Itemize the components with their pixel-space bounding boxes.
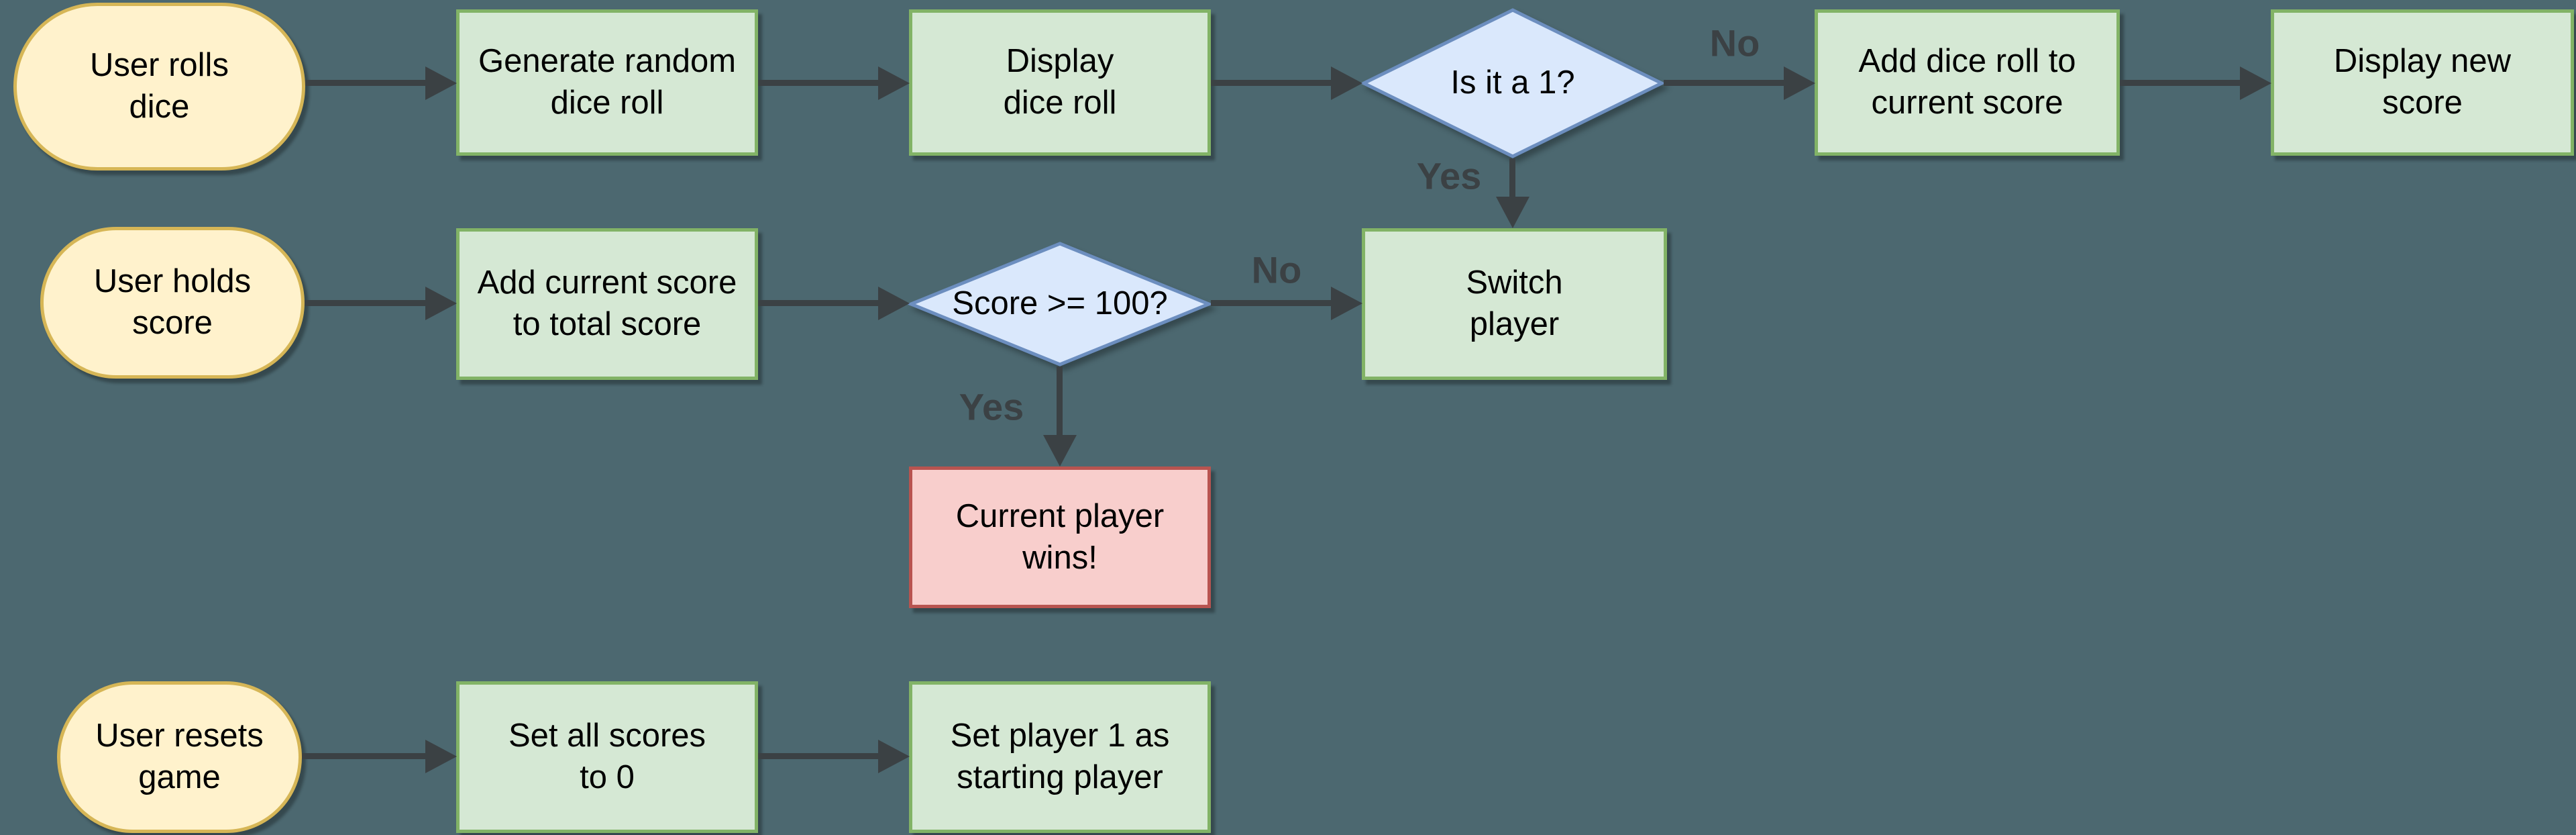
edge-add-dice-to-display-new-arrowhead (2240, 66, 2271, 100)
edge-user-resets-to-set-scores-line (302, 753, 430, 759)
node-display-dice-roll: Display dice roll (909, 9, 1211, 156)
edge-is-it-a-1-no-line (1664, 80, 1788, 86)
node-set-player-1-as-starting-player: Set player 1 as starting player (909, 681, 1211, 833)
node-set-player-1-as-starting-player-label: Set player 1 as starting player (950, 718, 1170, 795)
edge-display-to-is-it-a-1-line (1211, 80, 1336, 86)
node-decision-is-it-a-1-label: Is it a 1? (1450, 64, 1575, 101)
edge-add-current-to-score-100-line (758, 300, 883, 306)
node-add-current-score-to-total-score-label: Add current score to total score (477, 264, 737, 342)
node-user-holds-score-label: User holds score (93, 263, 252, 341)
edge-add-dice-to-display-new-line (2120, 80, 2245, 86)
edge-score-100-yes-arrowhead (1043, 435, 1077, 466)
node-decision-is-it-a-1: Is it a 1? (1360, 8, 1666, 158)
edge-user-holds-to-add-current-arrowhead (425, 287, 457, 320)
node-user-rolls-dice-label: User rolls dice (90, 47, 229, 125)
edge-user-holds-to-add-current-line (305, 300, 430, 306)
edge-score-100-no-arrowhead (1331, 287, 1362, 320)
edge-user-rolls-to-generate-arrowhead (425, 66, 457, 100)
diamond-shape (906, 242, 1214, 366)
node-display-new-score: Display new score (2271, 9, 2574, 156)
edge-add-current-to-score-100-arrowhead (878, 287, 910, 320)
node-user-rolls-dice: User rolls dice (13, 3, 305, 170)
edge-label-yes-2: Yes (959, 385, 1024, 428)
edge-user-rolls-to-generate-line (305, 80, 430, 86)
node-generate-random-dice-roll-label: Generate random dice roll (478, 43, 737, 121)
node-display-new-score-label: Display new score (2333, 43, 2512, 121)
node-switch-player-label: Switch player (1466, 264, 1563, 342)
edge-set-scores-to-set-player1-line (758, 753, 883, 759)
edge-label-no-1: No (1709, 21, 1760, 64)
node-add-dice-roll-to-current-score-label: Add dice roll to current score (1858, 43, 2076, 121)
edge-is-it-a-1-yes-arrowhead (1496, 197, 1529, 228)
node-set-all-scores-to-0-label: Set all scores to 0 (508, 718, 706, 795)
node-user-resets-game: User resets game (57, 681, 302, 833)
diamond-shape (1360, 8, 1666, 158)
node-add-current-score-to-total-score: Add current score to total score (456, 228, 758, 380)
node-current-player-wins: Current player wins! (909, 466, 1211, 608)
edge-score-100-no-line (1211, 300, 1336, 306)
node-decision-score-gte-100-label: Score >= 100? (952, 285, 1168, 322)
edge-is-it-a-1-no-arrowhead (1784, 66, 1815, 100)
node-generate-random-dice-roll: Generate random dice roll (456, 9, 758, 156)
node-switch-player: Switch player (1362, 228, 1667, 380)
node-current-player-wins-label: Current player wins! (955, 497, 1165, 576)
edge-label-no-2: No (1251, 248, 1302, 291)
node-add-dice-roll-to-current-score: Add dice roll to current score (1815, 9, 2120, 156)
node-user-holds-score: User holds score (40, 227, 305, 379)
edge-user-resets-to-set-scores-arrowhead (425, 740, 457, 773)
node-display-dice-roll-label: Display dice roll (1003, 43, 1117, 121)
edge-set-scores-to-set-player1-arrowhead (878, 740, 910, 773)
node-user-resets-game-label: User resets game (95, 718, 264, 795)
node-set-all-scores-to-0: Set all scores to 0 (456, 681, 758, 833)
edge-generate-to-display-arrowhead (878, 66, 910, 100)
edge-display-to-is-it-a-1-arrowhead (1331, 66, 1362, 100)
edge-label-yes-1: Yes (1416, 154, 1482, 197)
node-decision-score-gte-100: Score >= 100? (906, 242, 1214, 366)
edge-is-it-a-1-yes-line (1509, 158, 1515, 200)
edge-generate-to-display-line (758, 80, 883, 86)
edge-score-100-yes-line (1057, 366, 1063, 438)
